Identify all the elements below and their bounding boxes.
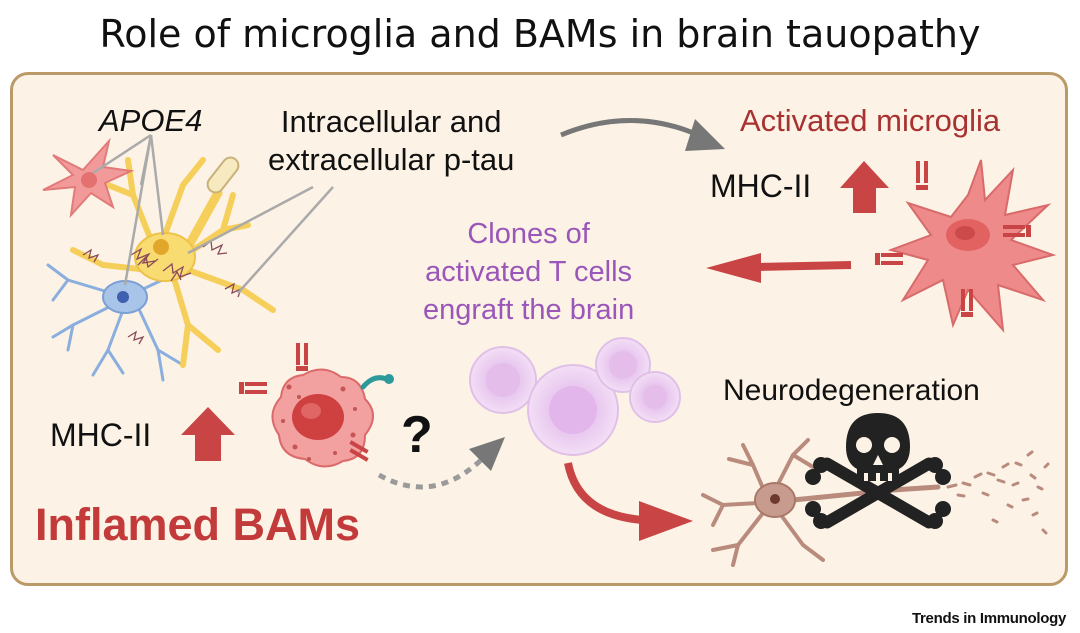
skull-face bbox=[856, 437, 900, 481]
tcells-label-line3: engraft the brain bbox=[423, 294, 635, 326]
diagram-panel: APOE4 Intracellular and extracellular p-… bbox=[10, 72, 1068, 586]
tcell-clones bbox=[469, 337, 681, 456]
arrow-tcells-to-neuron-head bbox=[639, 501, 693, 541]
arrow-microglia-to-tcells-head bbox=[706, 253, 761, 283]
neurodegeneration-label: Neurodegeneration bbox=[723, 374, 980, 407]
ptau-label: Intracellular and extracellular p-tau bbox=[268, 103, 514, 179]
diagram-artwork bbox=[42, 118, 1057, 567]
question-mark: ? bbox=[401, 406, 433, 464]
mhc-up-arrow-bams bbox=[181, 407, 235, 461]
activated-microglia-label: Activated microglia bbox=[740, 103, 1001, 138]
dying-neuron bbox=[701, 438, 941, 567]
skull-crossbones-icon bbox=[805, 413, 951, 529]
axon-sheath bbox=[206, 156, 240, 194]
ptau-label-line1: Intracellular and bbox=[280, 104, 502, 139]
mhc-ii-microglia-label: MHC-II bbox=[710, 168, 812, 204]
arrow-microglia-to-tcells bbox=[757, 261, 852, 271]
arrow-tcells-to-neuron bbox=[564, 462, 644, 524]
yellow-neuron-nucleus bbox=[153, 239, 169, 255]
mhc-ii-bams-label: MHC-II bbox=[50, 417, 152, 453]
mhc-up-arrow-microglia bbox=[840, 161, 889, 213]
ptau-tangles bbox=[82, 239, 243, 345]
axon-fragments bbox=[946, 450, 1050, 535]
inflamed-bam-cell bbox=[239, 343, 394, 468]
arrow-bams-to-tcells bbox=[377, 458, 483, 490]
dying-neuron-nucleus bbox=[770, 494, 780, 504]
activated-microglia-cell bbox=[875, 159, 1057, 334]
ptau-label-line2: extracellular p-tau bbox=[268, 142, 515, 177]
arrow-bams-to-tcells-head bbox=[469, 437, 505, 471]
arrow-ptau-to-microglia-head bbox=[685, 119, 725, 151]
tcells-label-line2: activated T cells bbox=[425, 256, 633, 288]
figure-title: Role of microglia and BAMs in brain tauo… bbox=[99, 12, 981, 56]
tcells-label: Clones of activated T cells engraft the … bbox=[423, 215, 634, 329]
journal-credit: Trends in Immunology bbox=[911, 610, 1066, 627]
inflamed-bams-label: Inflamed BAMs bbox=[35, 499, 361, 550]
label-pointer-lines bbox=[92, 133, 334, 294]
arrow-ptau-to-microglia bbox=[560, 118, 705, 140]
blue-neuron-dendrites bbox=[46, 263, 185, 382]
blue-neuron-nucleus bbox=[117, 291, 129, 303]
small-microglia-nucleus bbox=[81, 172, 97, 188]
tcells-label-line1: Clones of bbox=[467, 218, 590, 250]
apoe4-label: APOE4 bbox=[99, 103, 203, 138]
